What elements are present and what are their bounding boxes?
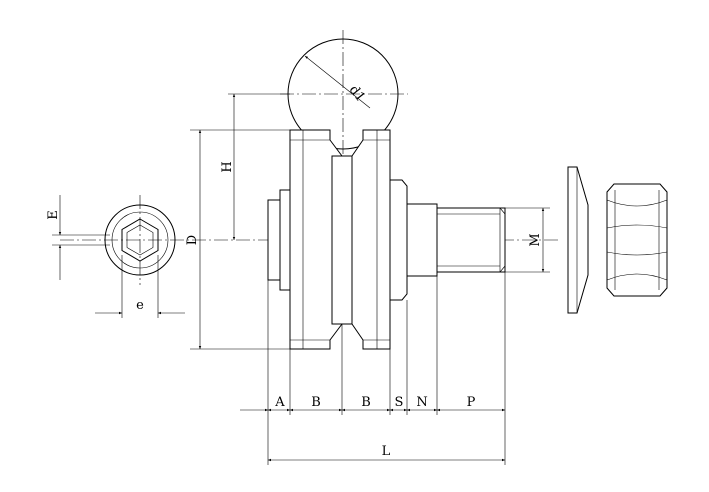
extension-lines bbox=[267, 272, 506, 465]
washer bbox=[567, 166, 589, 314]
label-N: N bbox=[416, 395, 427, 410]
label-E: E bbox=[46, 210, 61, 220]
dim-L: L bbox=[268, 444, 505, 462]
label-d1: d1 bbox=[346, 83, 368, 105]
label-D: D bbox=[185, 235, 200, 245]
dim-H: H bbox=[220, 93, 290, 240]
label-B-second: B bbox=[361, 395, 371, 410]
label-P: P bbox=[467, 395, 476, 410]
end-view-hex-socket bbox=[104, 195, 176, 285]
chain-dimensions: A B B S N P bbox=[240, 395, 505, 412]
dim-D: D bbox=[185, 129, 290, 350]
label-L: L bbox=[382, 444, 391, 459]
label-S: S bbox=[395, 395, 404, 410]
hex-nut bbox=[606, 183, 668, 297]
label-H: H bbox=[220, 161, 235, 172]
label-M: M bbox=[528, 233, 543, 246]
label-B-first: B bbox=[311, 395, 321, 410]
dim-E: E bbox=[46, 195, 110, 280]
roller-side-view bbox=[267, 129, 506, 350]
dim-M: M bbox=[505, 207, 550, 273]
label-A: A bbox=[274, 395, 285, 410]
label-e: e bbox=[136, 298, 144, 313]
dim-e: e bbox=[95, 255, 185, 318]
